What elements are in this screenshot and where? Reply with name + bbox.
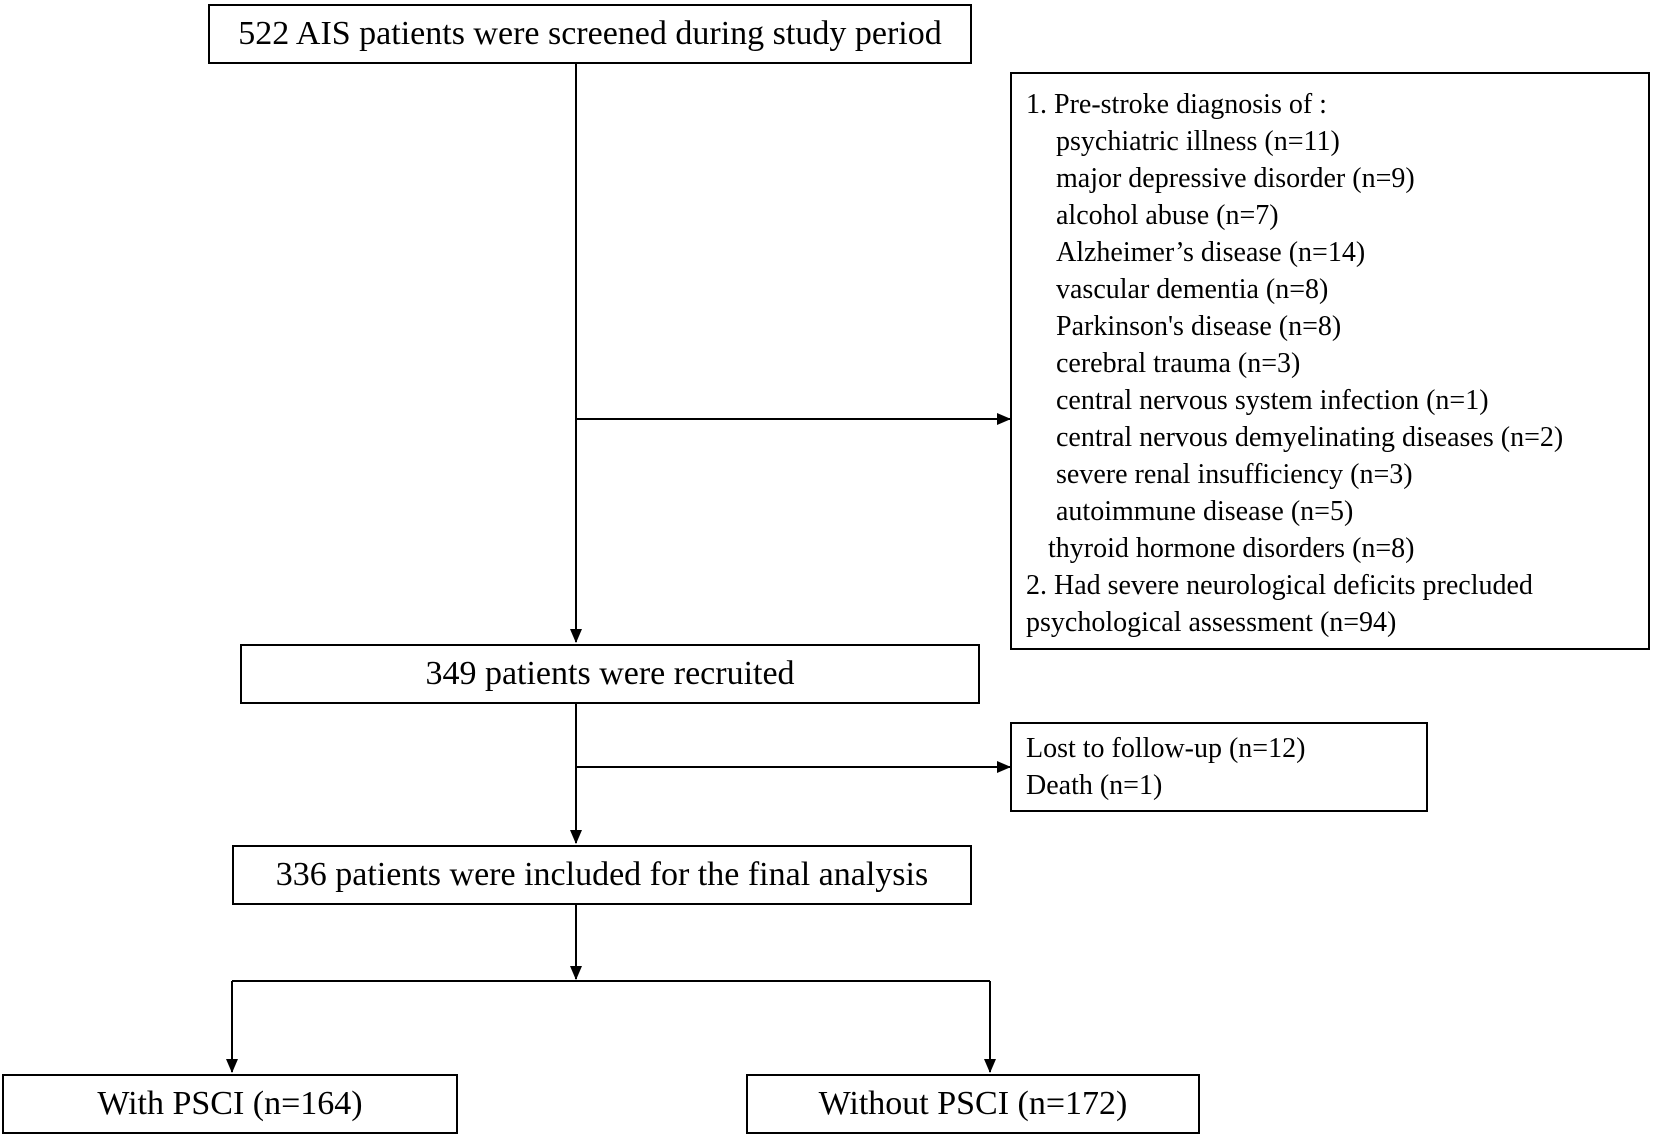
exclusion-item: Alzheimer’s disease (n=14) — [1056, 237, 1366, 268]
included-text: 336 patients were included for the final… — [275, 856, 929, 893]
exclusion-item: vascular dementia (n=8) — [1056, 274, 1329, 305]
screened-box: 522 AIS patients were screened during st… — [208, 4, 972, 64]
follow-up-exclusion-box: Lost to follow-up (n=12) Death (n=1) — [1010, 722, 1428, 812]
exclusion-criterion-2-line-1: 2. Had severe neurological deficits prec… — [1026, 570, 1533, 601]
exclusion-item: alcohol abuse (n=7) — [1056, 200, 1279, 231]
exclusion-criteria-box: 1. Pre-stroke diagnosis of : psychiatric… — [1010, 72, 1650, 650]
exclusion-item: major depressive disorder (n=9) — [1056, 163, 1415, 194]
exclusion-item: Parkinson's disease (n=8) — [1056, 311, 1342, 342]
lost-to-follow-up-text: Lost to follow-up (n=12) — [1026, 733, 1306, 764]
without-psci-text: Without PSCI (n=172) — [818, 1085, 1128, 1122]
recruited-text: 349 patients were recruited — [425, 655, 795, 692]
recruited-box: 349 patients were recruited — [240, 644, 980, 704]
exclusion-header: 1. Pre-stroke diagnosis of : — [1026, 89, 1327, 120]
included-box: 336 patients were included for the final… — [232, 845, 972, 905]
death-text: Death (n=1) — [1026, 770, 1163, 801]
exclusion-criterion-2-line-2: psychological assessment (n=94) — [1026, 607, 1397, 638]
exclusion-item: central nervous demyelinating diseases (… — [1056, 422, 1564, 453]
exclusion-item: severe renal insufficiency (n=3) — [1056, 459, 1413, 490]
exclusion-item: psychiatric illness (n=11) — [1056, 126, 1340, 157]
with-psci-box: With PSCI (n=164) — [2, 1074, 458, 1134]
exclusion-item: central nervous system infection (n=1) — [1056, 385, 1489, 416]
exclusion-item: autoimmune disease (n=5) — [1056, 496, 1354, 527]
with-psci-text: With PSCI (n=164) — [97, 1085, 363, 1122]
without-psci-box: Without PSCI (n=172) — [746, 1074, 1200, 1134]
screened-text: 522 AIS patients were screened during st… — [238, 15, 942, 52]
exclusion-item: thyroid hormone disorders (n=8) — [1048, 533, 1415, 564]
exclusion-item: cerebral trauma (n=3) — [1056, 348, 1301, 379]
